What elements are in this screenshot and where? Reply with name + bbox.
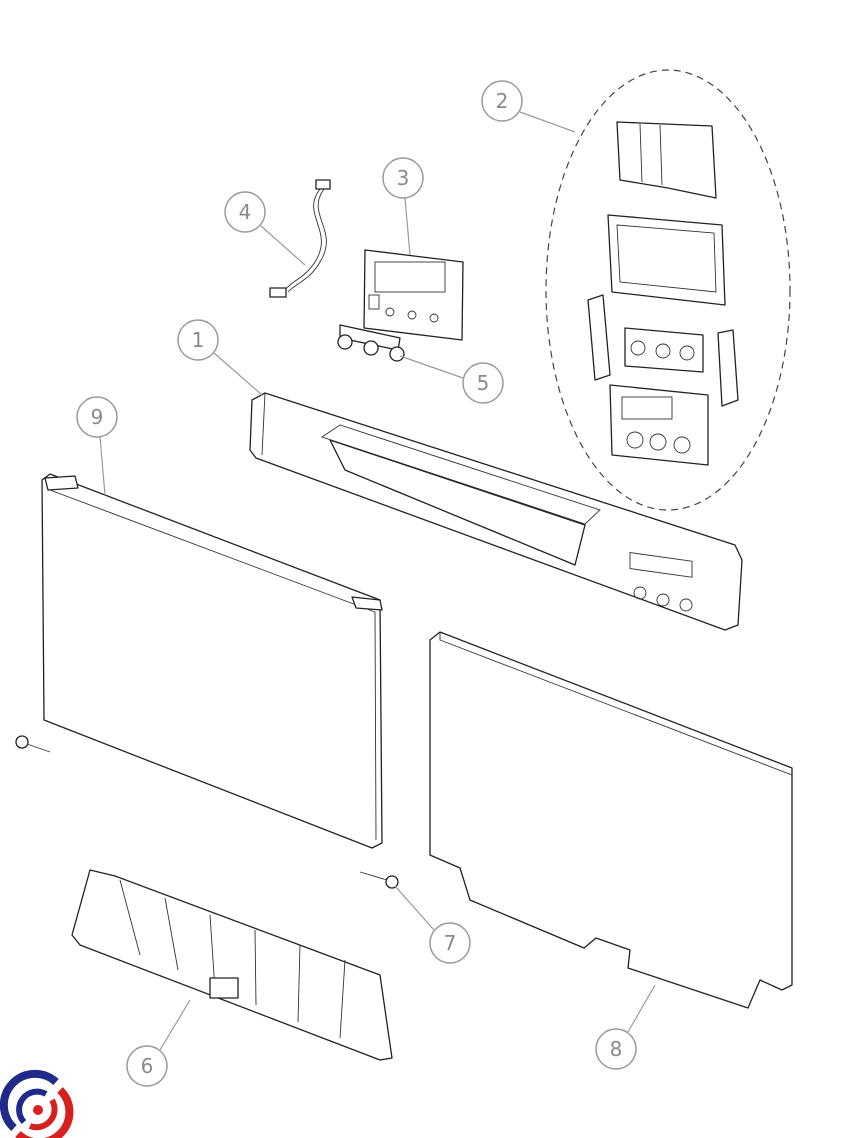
svg-text:9: 9	[91, 405, 104, 429]
part-1-control-panel	[249, 392, 743, 631]
svg-text:3: 3	[397, 166, 410, 190]
callout-7: 7	[429, 922, 471, 964]
part-3-control-board	[363, 249, 464, 341]
part-2-assembly	[587, 121, 739, 466]
part-9-door-panel	[41, 473, 383, 849]
callout-1: 1	[177, 319, 219, 361]
callout-6: 6	[126, 1045, 168, 1087]
part-5-buttons	[337, 324, 405, 362]
callout-3: 3	[382, 157, 424, 199]
callout-9: 9	[76, 396, 118, 438]
callout-4: 4	[224, 191, 266, 233]
svg-text:5: 5	[477, 371, 490, 395]
part-7-screw	[359, 871, 399, 889]
callout-8: 8	[595, 1028, 637, 1070]
part-2-group-outline	[545, 69, 791, 511]
brand-logo	[0, 1069, 74, 1138]
part-8-insulation-panel	[429, 631, 793, 1009]
callout-5: 5	[462, 362, 504, 404]
part-6-bottom-trim	[71, 869, 393, 1061]
svg-text:7: 7	[444, 931, 457, 955]
svg-text:2: 2	[496, 89, 509, 113]
callout-2: 2	[481, 80, 523, 122]
svg-text:1: 1	[192, 328, 205, 352]
svg-text:4: 4	[239, 200, 252, 224]
svg-text:8: 8	[610, 1037, 623, 1061]
part-7-screw-left	[15, 735, 51, 753]
svg-text:6: 6	[141, 1054, 154, 1078]
part-4-wire-harness	[269, 179, 331, 298]
